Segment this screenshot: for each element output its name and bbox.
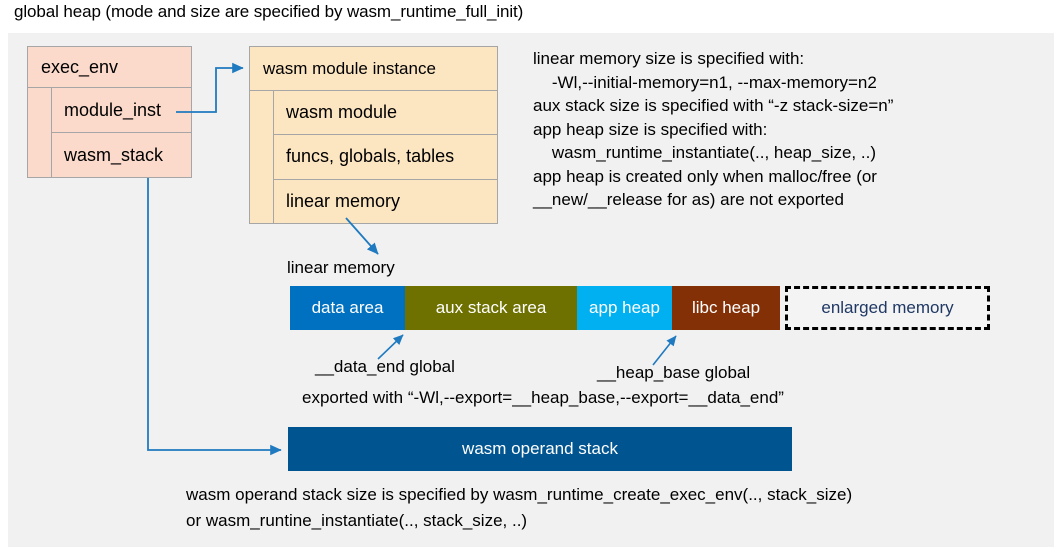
module-instance-row-linear-memory: linear memory <box>286 190 401 211</box>
memory-segment-label: aux stack area <box>435 298 547 317</box>
linear-memory-bar: data area aux stack area app heap libc heap… <box>290 286 990 330</box>
wasm-operand-stack-label: wasm operand stack <box>462 439 618 458</box>
memory-segment-enlarged-memory: enlarged memory <box>785 286 990 330</box>
operand-stack-notes: wasm operand stack size is specified by … <box>186 485 853 530</box>
module-instance-row-wasm-module: wasm module <box>274 91 497 136</box>
module-instance-row-funcs-globals-tables: funcs, globals, tables <box>274 135 497 180</box>
memory-segment-data-area: data area <box>290 286 405 330</box>
memory-segment-label: enlarged memory <box>821 298 954 317</box>
wasm-module-instance-header: wasm module instance <box>250 47 497 91</box>
memory-segment-label: libc heap <box>691 298 761 317</box>
exec-env-row-wasm-stack: wasm_stack <box>64 144 164 165</box>
memory-segment-label: app heap <box>589 298 660 317</box>
memory-segment-libc-heap: libc heap <box>672 286 780 330</box>
page-title: global heap (mode and size are specified… <box>14 2 524 21</box>
linear-memory-notes: linear memory size is specified with: -W… <box>533 49 894 209</box>
wasm-operand-stack-box: wasm operand stack <box>288 427 792 471</box>
memory-segment-app-heap: app heap <box>577 286 672 330</box>
exec-env-gutter <box>28 88 52 177</box>
exec-env-box: exec_env module_inst wasm_stack <box>27 46 192 178</box>
exec-env-header: exec_env <box>28 47 191 88</box>
data-end-annotation: __data_end global <box>315 357 455 376</box>
exported-with-annotation: exported with “-Wl,--export=__heap_base,… <box>302 388 784 407</box>
memory-segment-label: data area <box>311 298 384 317</box>
exec-env-row-module-inst: module_inst <box>52 88 191 133</box>
module-instance-gutter <box>250 91 274 223</box>
linear-memory-bar-label: linear memory <box>287 258 395 277</box>
memory-segment-aux-stack-area: aux stack area <box>405 286 577 330</box>
heap-base-annotation: __heap_base global <box>597 363 751 382</box>
wasm-module-instance-box: wasm module instance wasm module funcs, … <box>249 46 498 224</box>
